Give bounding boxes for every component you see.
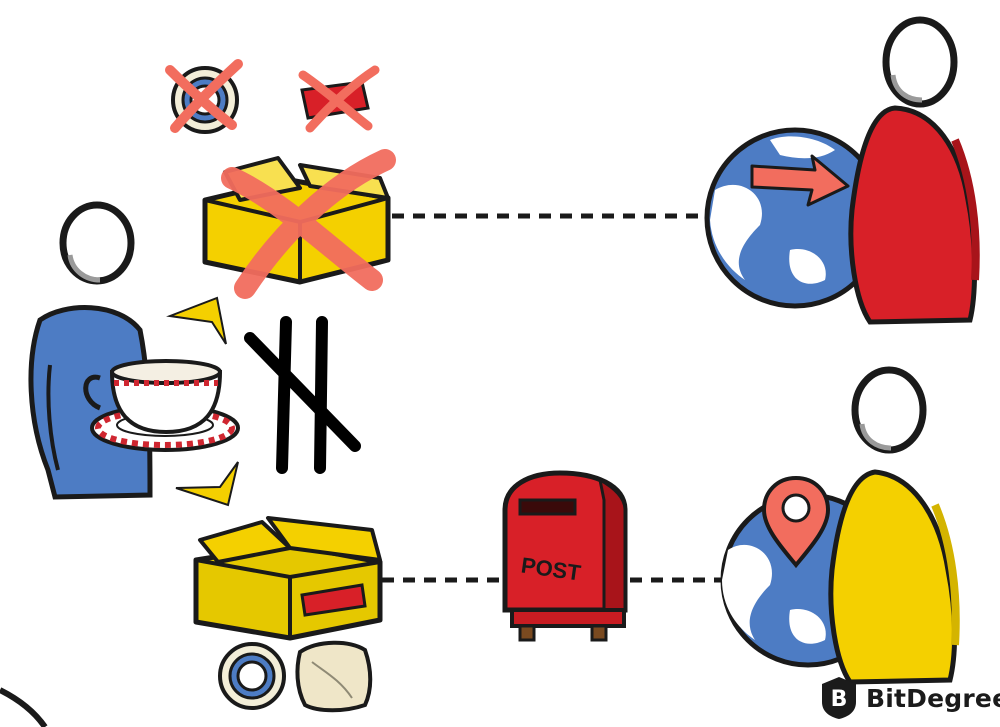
quote-mark-top [166, 296, 227, 345]
tape-icon-bottom [218, 642, 286, 710]
recipient-head-red [882, 16, 958, 108]
cushion-icon [295, 640, 373, 713]
quote-mark-bottom [175, 461, 239, 507]
cross-icon-label [298, 65, 380, 133]
sender-head [59, 201, 135, 285]
cross-icon-box [221, 149, 396, 299]
bitdegree-logo-icon: B [822, 677, 856, 719]
label-icon-bottom [300, 583, 367, 617]
brand-watermark: B BitDegree [820, 676, 1000, 720]
brand-name: BitDegree [866, 683, 1000, 713]
corner-curve [0, 687, 48, 727]
cross-icon-tape [165, 59, 243, 133]
not-equal-icon [244, 316, 361, 474]
location-pin-icon [761, 475, 831, 569]
sender-person-icon [28, 201, 153, 500]
arrow-icon [750, 154, 850, 207]
recipient-person-icon-red [848, 16, 980, 325]
box-icon-bottom [193, 516, 383, 641]
recipient-person-icon-yellow [828, 366, 960, 685]
mailbox-icon: POST [502, 470, 628, 642]
teacup-icon [83, 359, 240, 452]
logo-letter: B [831, 687, 848, 712]
